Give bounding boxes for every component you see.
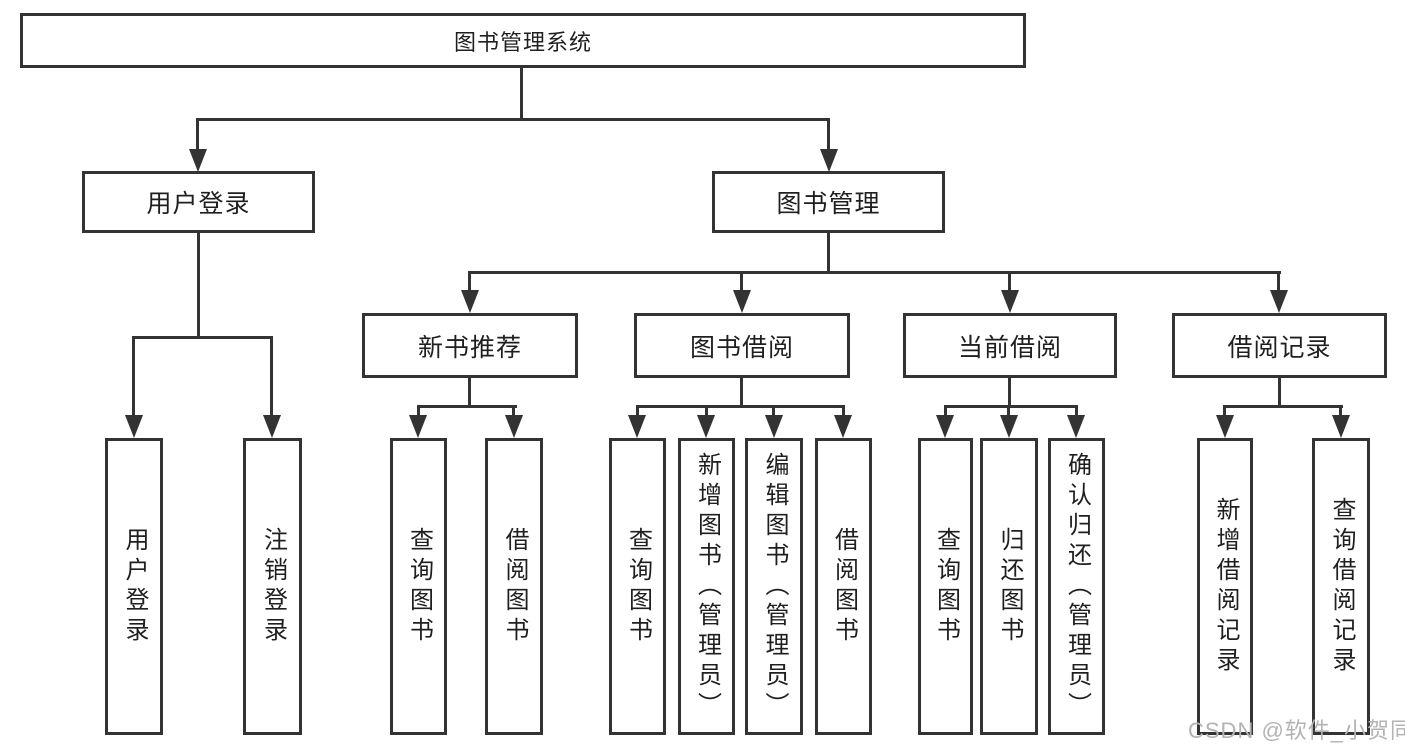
connector-line bbox=[1223, 405, 1343, 408]
node-label: 新增借阅记录 bbox=[1212, 496, 1239, 677]
connector-line bbox=[1277, 271, 1280, 293]
arrow-down-icon bbox=[834, 415, 852, 438]
node-label: 借阅图书 bbox=[830, 526, 858, 647]
connector-line bbox=[468, 271, 1281, 274]
connector-line bbox=[944, 405, 1078, 408]
connector-line bbox=[705, 405, 708, 418]
connector-line bbox=[1223, 405, 1226, 418]
node-label: 用户登录 bbox=[146, 190, 251, 218]
node-label: 用户登录 bbox=[121, 526, 148, 647]
connector-line bbox=[772, 405, 775, 418]
connector-line bbox=[196, 118, 199, 152]
arrow-down-icon bbox=[1067, 415, 1085, 438]
node-label: 注销登录 bbox=[259, 526, 287, 647]
connector-line bbox=[270, 336, 273, 418]
node-label: 借阅记录 bbox=[1227, 333, 1332, 362]
connector-line bbox=[132, 336, 273, 339]
node-label: 当前借阅 bbox=[957, 333, 1062, 362]
arrow-down-icon bbox=[1270, 290, 1288, 313]
leaf-edit-book-admin: 编辑图书（管理员） bbox=[745, 438, 803, 735]
arrow-down-icon bbox=[263, 415, 281, 438]
node-current-borrowing: 当前借阅 bbox=[903, 313, 1117, 378]
leaf-borrow-books-recommend: 借阅图书 bbox=[485, 438, 543, 735]
arrow-down-icon bbox=[765, 415, 783, 438]
node-label: 查询借阅记录 bbox=[1328, 496, 1355, 677]
connector-line bbox=[1075, 405, 1078, 418]
arrow-down-icon bbox=[697, 415, 715, 438]
node-label: 查询图书 bbox=[405, 526, 433, 647]
arrow-down-icon bbox=[409, 415, 427, 438]
leaf-query-borrow-record: 查询借阅记录 bbox=[1312, 438, 1370, 735]
arrow-down-icon bbox=[733, 290, 751, 313]
connector-line bbox=[827, 233, 830, 274]
connector-line bbox=[842, 405, 845, 418]
arrow-down-icon bbox=[628, 415, 646, 438]
connector-line bbox=[468, 271, 471, 293]
connector-line bbox=[944, 405, 947, 418]
node-library-management-system: 图书管理系统 bbox=[20, 13, 1026, 68]
connector-line bbox=[468, 378, 471, 408]
connector-line bbox=[740, 378, 743, 408]
node-label: 图书管理系统 bbox=[453, 29, 592, 55]
node-label: 确认归还（管理员） bbox=[1063, 451, 1091, 722]
node-label: 归还图书 bbox=[996, 526, 1023, 647]
connector-line bbox=[636, 405, 845, 408]
node-borrowing-records: 借阅记录 bbox=[1172, 313, 1387, 378]
arrow-down-icon bbox=[125, 415, 143, 438]
connector-line bbox=[196, 118, 830, 121]
arrow-down-icon bbox=[1001, 290, 1019, 313]
connector-line bbox=[636, 405, 639, 418]
connector-line bbox=[1008, 378, 1011, 408]
csdn-watermark: CSDN @软件_小贺同学 bbox=[1188, 718, 1405, 743]
node-label: 新增图书（管理员） bbox=[693, 451, 721, 722]
node-label: 新书推荐 bbox=[417, 333, 522, 362]
node-user-login: 用户登录 bbox=[82, 171, 315, 233]
node-label: 图书管理 bbox=[776, 190, 881, 218]
connector-line bbox=[417, 405, 420, 418]
node-label: 查询图书 bbox=[624, 526, 652, 647]
connector-line bbox=[1278, 378, 1281, 408]
leaf-query-books-recommend: 查询图书 bbox=[390, 438, 447, 735]
connector-line bbox=[740, 271, 743, 293]
node-book-borrowing: 图书借阅 bbox=[634, 313, 850, 378]
arrow-down-icon bbox=[505, 415, 523, 438]
node-label: 借阅图书 bbox=[501, 526, 528, 647]
leaf-add-borrow-record: 新增借阅记录 bbox=[1197, 438, 1253, 735]
connector-line bbox=[1008, 271, 1011, 293]
arrow-down-icon bbox=[1000, 415, 1018, 438]
leaf-borrow-books: 借阅图书 bbox=[815, 438, 872, 735]
node-label: 编辑图书（管理员） bbox=[761, 451, 788, 722]
leaf-logout: 注销登录 bbox=[243, 438, 302, 735]
connector-line bbox=[827, 118, 830, 152]
leaf-query-books-borrow: 查询图书 bbox=[609, 438, 666, 735]
leaf-return-book: 归还图书 bbox=[980, 438, 1038, 735]
connector-line bbox=[520, 68, 523, 121]
arrow-down-icon bbox=[189, 149, 207, 172]
node-book-management: 图书管理 bbox=[712, 171, 945, 233]
leaf-add-book-admin: 新增图书（管理员） bbox=[678, 438, 735, 735]
leaf-user-login: 用户登录 bbox=[105, 438, 163, 735]
connector-line bbox=[197, 233, 200, 336]
connector-line bbox=[1339, 405, 1342, 418]
node-new-book-recommendation: 新书推荐 bbox=[362, 313, 578, 378]
arrow-down-icon bbox=[936, 415, 954, 438]
connector-line bbox=[417, 405, 517, 408]
node-label: 图书借阅 bbox=[689, 333, 794, 362]
arrow-down-icon bbox=[1216, 415, 1234, 438]
leaf-confirm-return-admin: 确认归还（管理员） bbox=[1048, 438, 1105, 735]
arrow-down-icon bbox=[1332, 415, 1350, 438]
connector-line bbox=[132, 336, 135, 418]
arrow-down-icon bbox=[820, 149, 838, 172]
leaf-query-books-current: 查询图书 bbox=[918, 438, 973, 735]
connector-line bbox=[1007, 405, 1010, 418]
node-label: 查询图书 bbox=[932, 526, 960, 647]
connector-line bbox=[512, 405, 515, 418]
arrow-down-icon bbox=[461, 290, 479, 313]
